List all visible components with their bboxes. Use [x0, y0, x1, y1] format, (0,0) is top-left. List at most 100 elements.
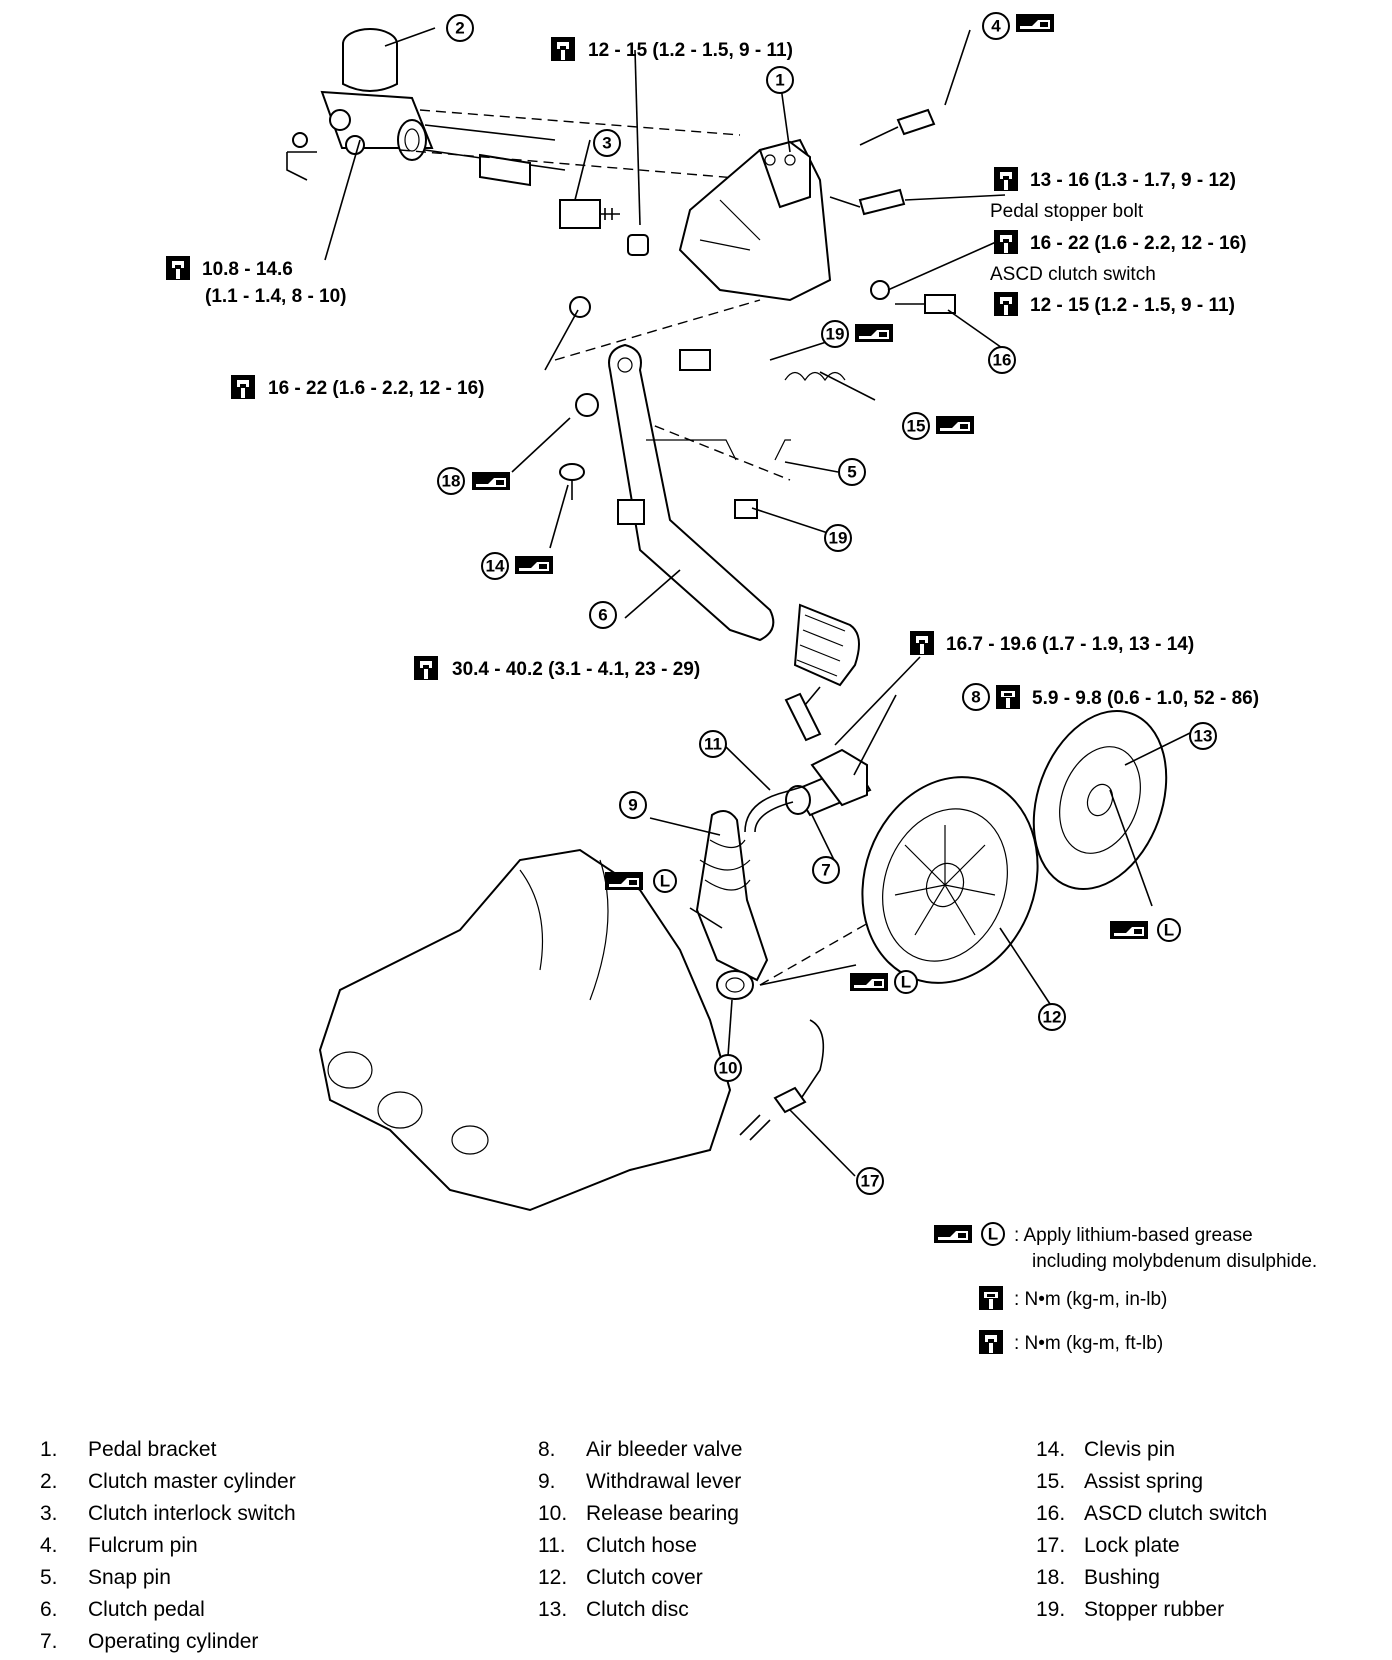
svg-text:7: 7: [821, 861, 830, 880]
small-torque-wrench-icon: [996, 685, 1020, 709]
callout-18: 18: [437, 467, 465, 495]
torque-wrench-icon: [994, 292, 1018, 316]
callout-19a: 19: [821, 320, 849, 348]
callout-2: 2: [446, 14, 474, 42]
torque-wrench-icon: [231, 375, 255, 399]
callout-16: 16: [988, 346, 1016, 374]
small-torque-wrench-icon: [979, 1286, 1003, 1310]
parts-item: 15.Assist spring: [1036, 1470, 1204, 1493]
svg-text:11: 11: [704, 735, 722, 754]
parts-item: 6.Clutch pedal: [40, 1598, 205, 1621]
parts-item: 2.Clutch master cylinder: [40, 1470, 296, 1493]
parts-column-1: 1.Pedal bracket 2.Clutch master cylinder…: [40, 1434, 296, 1658]
callout-9: 9: [619, 791, 647, 819]
parts-item: 8.Air bleeder valve: [538, 1438, 743, 1461]
grease-gun-icon: [934, 1225, 972, 1243]
svg-text:3: 3: [602, 134, 611, 153]
torque-operating-cylinder: 16.7 - 19.6 (1.7 - 1.9, 13 - 14): [946, 634, 1194, 655]
torque-master-cylinder-b: (1.1 - 1.4, 8 - 10): [205, 286, 347, 307]
parts-item: 1.Pedal bracket: [40, 1438, 217, 1461]
grease-gun-icon: [850, 973, 888, 991]
parts-list: 1.Pedal bracket 2.Clutch master cylinder…: [0, 1420, 1392, 1660]
callout-3: 3: [593, 129, 621, 157]
svg-text:18: 18: [442, 472, 461, 491]
grease-letter-l: L: [1157, 918, 1181, 942]
callout-1: 1: [766, 66, 794, 94]
pedal-stopper-bolt-label: Pedal stopper bolt: [990, 201, 1144, 222]
legend-in-lb: : N•m (kg-m, in-lb): [1014, 1289, 1167, 1310]
grease-letter-l: L: [894, 970, 918, 994]
svg-text:9: 9: [628, 796, 637, 815]
parts-item: 5.Snap pin: [40, 1566, 171, 1589]
svg-text:13: 13: [1194, 727, 1213, 746]
ascd-clutch-switch-label: ASCD clutch switch: [990, 264, 1156, 285]
clutch-exploded-diagram: 1 2 3 4 5 6 7 8 9 10 11 12 13 14 15 16 1…: [166, 12, 1317, 1354]
callout-15: 15: [902, 412, 930, 440]
legend-ft-lb: : N•m (kg-m, ft-lb): [1014, 1333, 1163, 1354]
torque-wrench-icon: [994, 230, 1018, 254]
parts-item: 16.ASCD clutch switch: [1036, 1502, 1268, 1525]
parts-item: 17.Lock plate: [1036, 1534, 1180, 1557]
clutch-transaxle-drawing: [318, 692, 1168, 1212]
parts-column-2: 8.Air bleeder valve 9.Withdrawal lever 1…: [538, 1434, 742, 1626]
svg-text:L: L: [988, 1225, 998, 1244]
svg-text:L: L: [1164, 921, 1174, 940]
svg-text:5: 5: [847, 463, 856, 482]
grease-gun-icon: [1110, 921, 1148, 939]
torque-wrench-icon: [551, 37, 575, 61]
torque-ascd-switch: 12 - 15 (1.2 - 1.5, 9 - 11): [1030, 295, 1235, 316]
symbol-legend: L : Apply lithium-based grease including…: [934, 1222, 1317, 1354]
torque-wrench-icon: [166, 256, 190, 280]
callout-10: 10: [714, 1054, 742, 1082]
torque-wrench-icon: [994, 167, 1018, 191]
svg-text:16: 16: [993, 351, 1012, 370]
callout-19b: 19: [824, 524, 852, 552]
svg-text:1: 1: [775, 71, 784, 90]
parts-item: 19.Stopper rubber: [1036, 1598, 1225, 1621]
svg-text:14: 14: [486, 557, 505, 576]
leader-lines: [324, 27, 1191, 1177]
svg-text:10: 10: [719, 1059, 738, 1078]
parts-item: 14.Clevis pin: [1036, 1438, 1176, 1461]
callouts: 1 2 3 4 5 6 7 8 9 10 11 12 13 14 15 16 1…: [437, 12, 1217, 1195]
callout-8: 8: [962, 683, 990, 711]
grease-letter-l: L: [653, 869, 677, 893]
parts-item: 11.Clutch hose: [538, 1534, 697, 1557]
grease-gun-icon: [1016, 14, 1054, 32]
legend-grease-line-1: : Apply lithium-based grease: [1014, 1225, 1253, 1246]
torque-ascd-nut: 16 - 22 (1.6 - 2.2, 12 - 16): [1030, 233, 1247, 254]
parts-item: 7.Operating cylinder: [40, 1630, 259, 1653]
legend-grease-line-2: including molybdenum disulphide.: [1032, 1251, 1317, 1272]
svg-text:19: 19: [829, 529, 848, 548]
callout-17: 17: [856, 1167, 884, 1195]
torque-master-cylinder-a: 10.8 - 14.6: [202, 259, 293, 280]
torque-labels: 12 - 15 (1.2 - 1.5, 9 - 11) 13 - 16 (1.3…: [166, 37, 1259, 709]
callout-12: 12: [1038, 1003, 1066, 1031]
torque-hose-bolt: 30.4 - 40.2 (3.1 - 4.1, 23 - 29): [452, 659, 700, 680]
callout-5: 5: [838, 458, 866, 486]
grease-gun-icon: [605, 872, 643, 890]
svg-text:4: 4: [991, 17, 1001, 36]
callout-11: 11: [699, 730, 727, 758]
torque-wrench-icon: [979, 1330, 1003, 1354]
parts-item: 10.Release bearing: [538, 1502, 739, 1525]
grease-letter-marks: L L L: [653, 869, 1181, 994]
svg-text:L: L: [901, 973, 911, 992]
parts-item: 3.Clutch interlock switch: [40, 1502, 296, 1525]
callout-14: 14: [481, 552, 509, 580]
parts-item: 9.Withdrawal lever: [538, 1470, 742, 1493]
parts-item: 18.Bushing: [1036, 1566, 1160, 1589]
grease-gun-icon: [515, 556, 553, 574]
torque-stopper-bolt: 13 - 16 (1.3 - 1.7, 9 - 12): [1030, 170, 1236, 191]
callout-4: 4: [982, 12, 1010, 40]
svg-text:19: 19: [826, 325, 845, 344]
callout-7: 7: [812, 856, 840, 884]
svg-text:15: 15: [907, 417, 926, 436]
parts-item: 4.Fulcrum pin: [40, 1534, 198, 1557]
torque-pedal-pivot: 16 - 22 (1.6 - 2.2, 12 - 16): [268, 378, 485, 399]
grease-letter-l: L: [981, 1222, 1005, 1246]
grease-gun-icon: [855, 324, 893, 342]
svg-text:17: 17: [861, 1172, 880, 1191]
svg-text:L: L: [660, 872, 670, 891]
parts-column-3: 14.Clevis pin 15.Assist spring 16.ASCD c…: [1036, 1434, 1267, 1626]
